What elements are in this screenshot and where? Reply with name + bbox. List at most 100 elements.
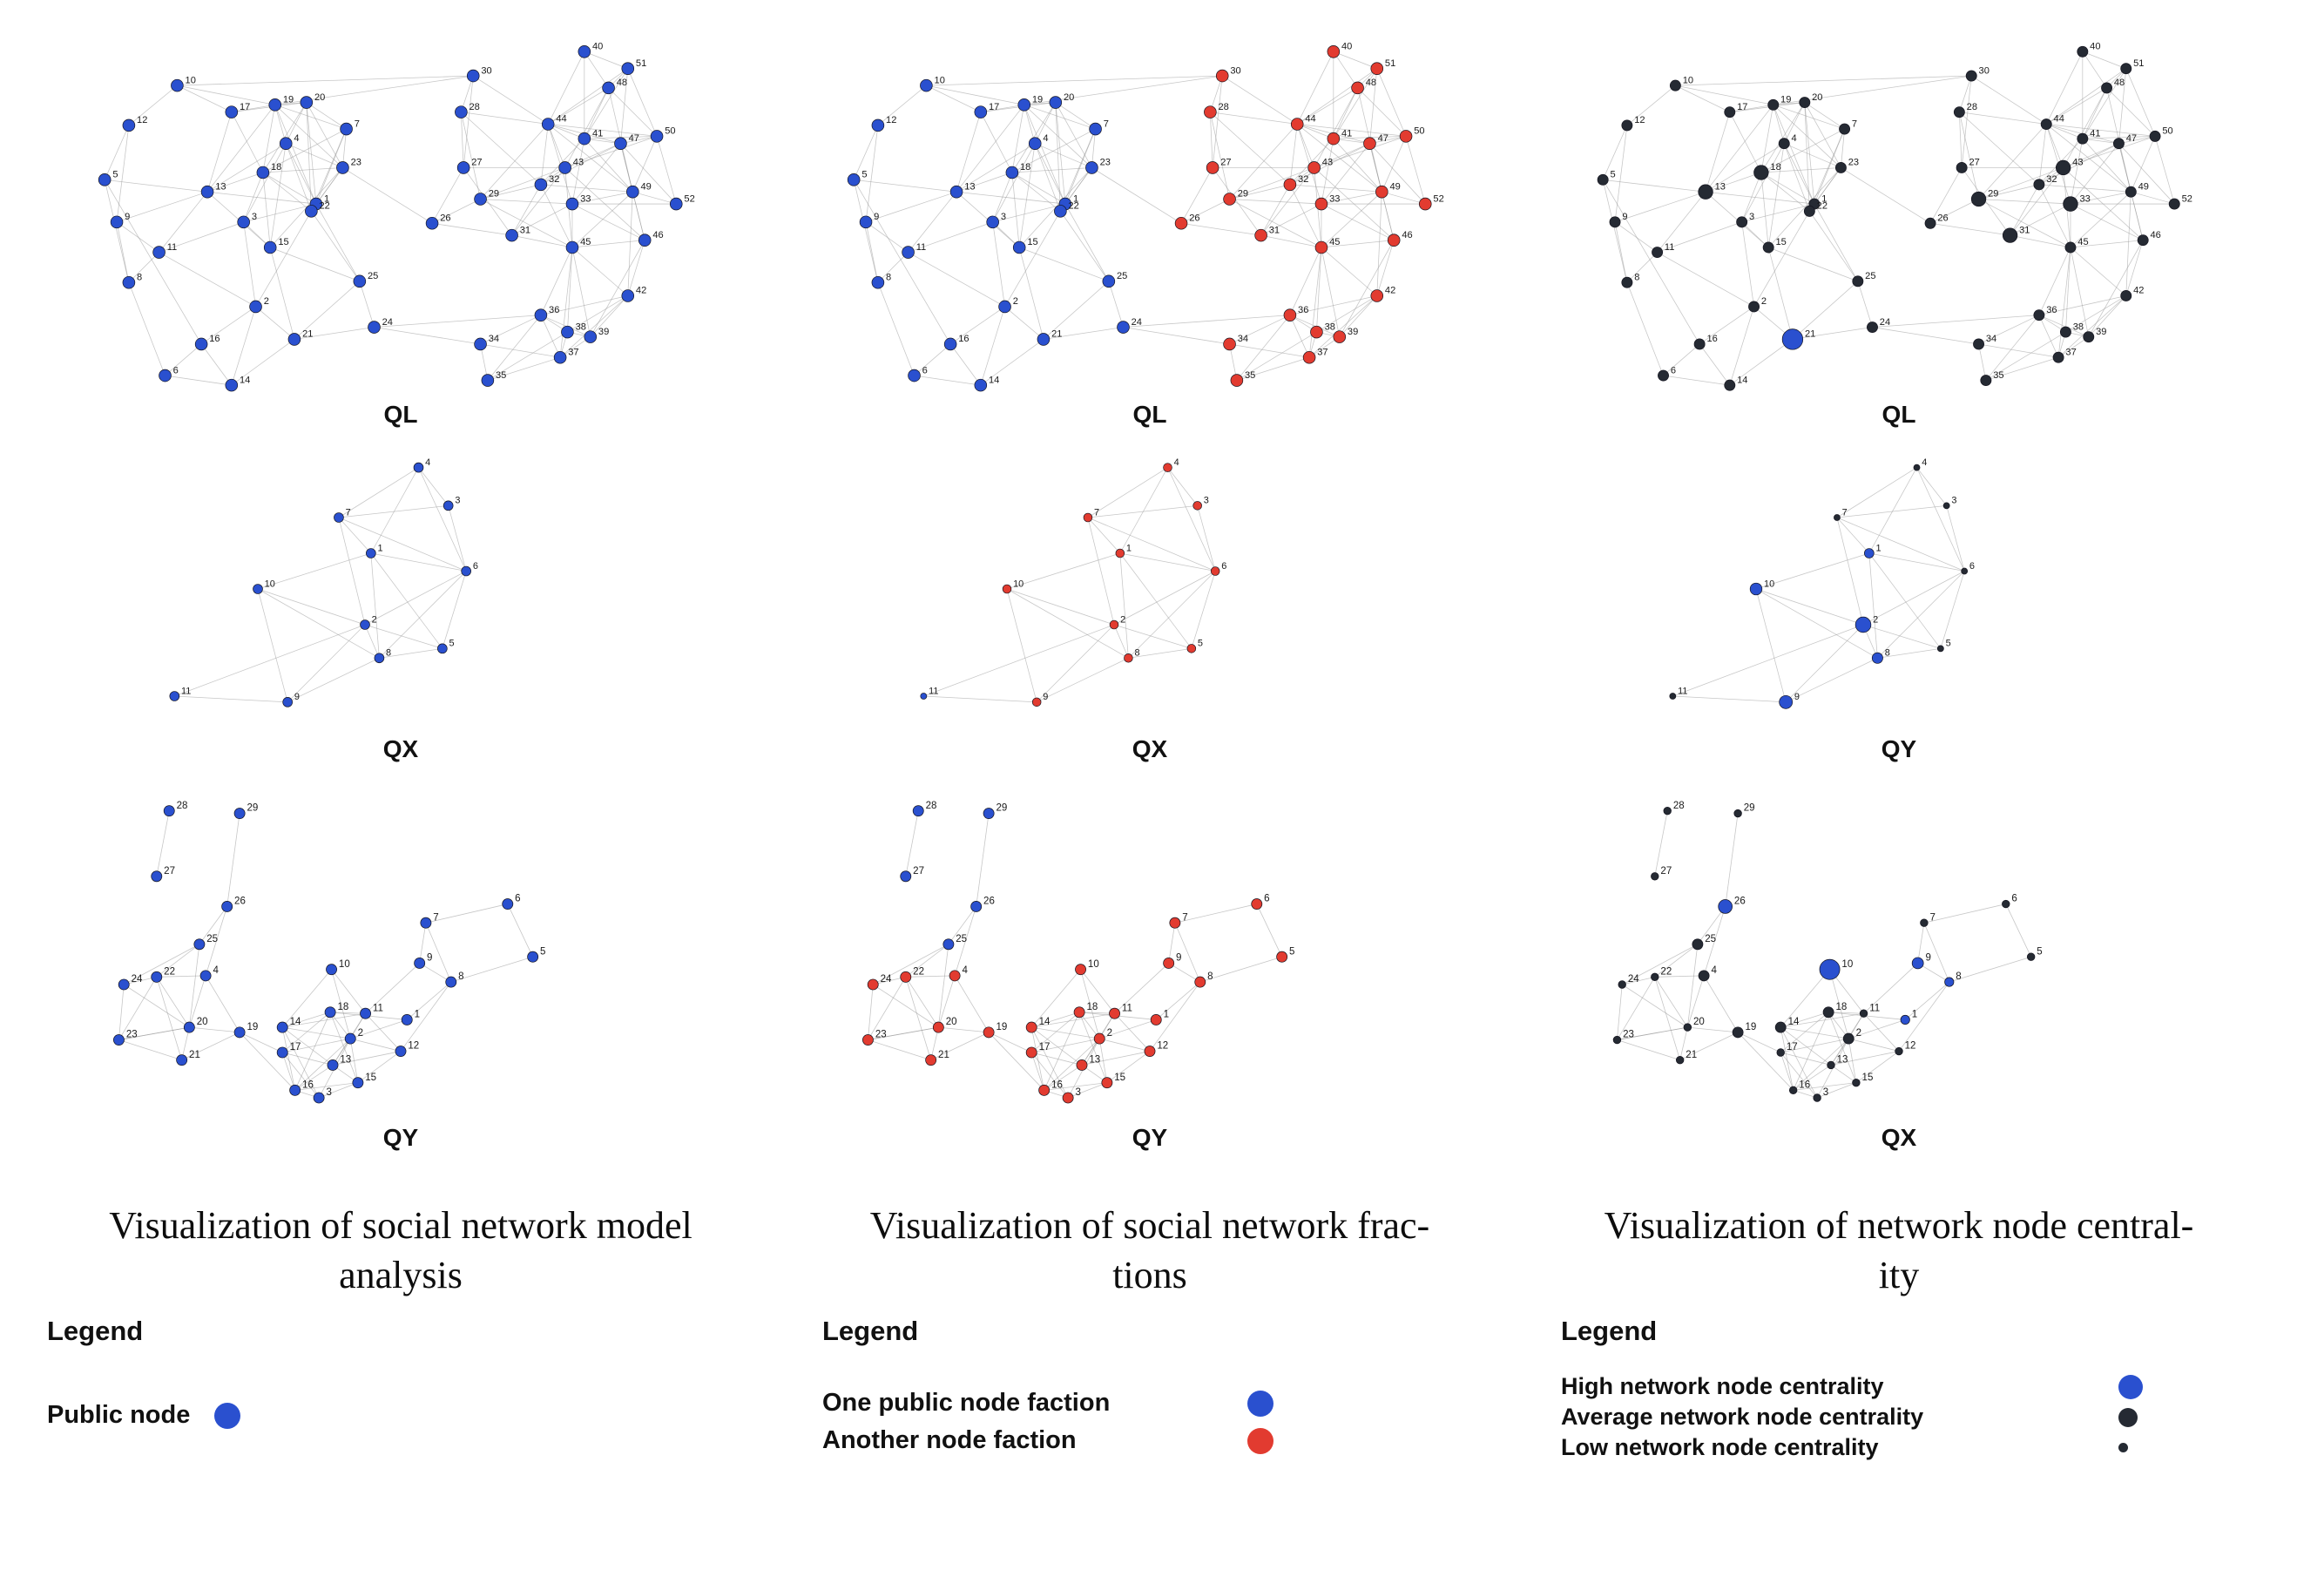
graph-edge [1289,315,1310,358]
graph-edge [956,112,982,193]
graph-edge [1705,172,1761,193]
graph-node [1597,173,1609,186]
graph-edge [1128,571,1216,659]
graph-edge [274,105,287,144]
graph-edge [370,552,443,649]
graph-edge [1314,87,1358,168]
graph-node [1314,197,1328,211]
graph-edge [1333,51,1358,89]
node-label: 23 [1623,1030,1634,1040]
graph-edge [285,143,312,212]
graph-edge [274,105,343,168]
graph-edge [590,295,629,337]
node-label: 12 [886,115,896,125]
node-label: 39 [1348,327,1358,337]
graph-edge [2130,136,2156,193]
node-label: 10 [1088,959,1099,970]
legend-title: Legend [822,1316,919,1346]
graph-node [183,1021,195,1033]
graph-edge [1804,102,1810,212]
node-label: 24 [1880,317,1890,328]
graph-node [171,78,184,92]
graph-edge [1686,975,1705,1028]
graph-edge [980,306,1005,386]
graph-node [2064,241,2077,254]
graph-edge [418,467,449,506]
graph-edge [357,1051,402,1083]
graph-node [1839,123,1851,135]
graph-edge [1168,923,1176,964]
node-label: 3 [1001,212,1006,222]
node-label: 25 [368,271,378,281]
graph-edge [159,252,256,308]
node-label: 4 [962,965,968,976]
node-label: 35 [1245,370,1255,381]
graph-edge [865,125,879,222]
graph-edge [2063,87,2107,168]
graph-edge [156,977,190,1028]
graph-edge [992,203,1065,223]
graph-node [1732,1026,1744,1039]
node-label: 45 [2077,237,2088,247]
node-label: 15 [1027,237,1037,247]
graph-node [1290,118,1304,131]
graph-edge [1180,167,1213,224]
graph-node [1038,1084,1051,1096]
graph-edge [1018,143,1036,248]
graph-edge [1792,327,1873,340]
graph-edge [1339,240,1395,337]
graph-edge [1978,184,2039,200]
graph-edge [1917,963,1949,983]
graph-edge [1149,981,1201,1052]
graph-edge [425,904,508,924]
graph-node [420,917,432,929]
node-label: 8 [1885,648,1890,659]
legend-item: Low network node centrality [1561,1434,2289,1461]
node-label: 44 [1305,114,1315,125]
graph-edge [306,102,347,130]
graph-title: QY [382,1124,419,1151]
node-label: 1 [377,543,382,553]
graph-edge [1958,112,1979,200]
graph-edge [1760,105,1774,173]
graph-edge [406,981,452,1020]
graph-edge [988,1032,1032,1053]
graph-edge [2063,136,2156,168]
graph-edge [2005,904,2032,958]
graph-edge [206,105,276,193]
node-label: 51 [1385,58,1395,69]
graph-edge [2038,247,2071,315]
node-label: 27 [471,158,482,168]
graph-edge [1958,112,1963,168]
graph-node [194,337,208,351]
graph-edge [865,221,879,283]
graph-node [445,976,457,988]
graph-edge [1785,624,1864,703]
graph-edge [1114,1012,1151,1052]
graph-edge [540,315,561,358]
graph-edge [1030,1052,1069,1099]
node-label: 14 [989,375,999,385]
node-label: 8 [1135,648,1140,659]
graph-node [1049,96,1063,109]
graph-edge [177,85,232,112]
graph-edge [2070,139,2084,205]
graph-node [1075,964,1086,976]
graph-edge [926,75,1223,86]
graph-edge [181,1032,240,1061]
node-label: 20 [1064,92,1074,103]
graph-edge [104,179,130,283]
graph-node [360,1007,371,1019]
node-label: 18 [1086,1002,1098,1012]
graph-edge [156,975,206,978]
graph-edge [1978,315,2040,345]
graph-node [1327,45,1341,58]
graph-node [151,870,163,883]
graph-edge [1814,203,1859,282]
node-label: 29 [1988,189,1998,200]
node-label: 27 [1220,158,1231,168]
graph-edge [1729,339,1794,386]
graph-edge [425,923,452,983]
